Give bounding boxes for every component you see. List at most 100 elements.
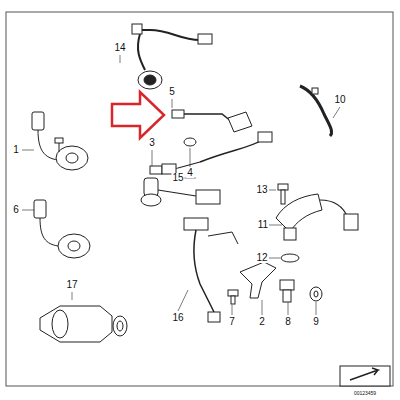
part-1-sensor (59, 143, 60, 152)
callout-number: 3 (148, 138, 156, 148)
leader-lines (172, 99, 173, 108)
part-8-pressure-switch (280, 280, 294, 302)
callout-number: 16 (171, 313, 184, 323)
callout-number: 17 (65, 280, 78, 290)
callout-number: 7 (228, 317, 236, 327)
callout-number: 14 (113, 43, 126, 53)
frame (6, 12, 393, 386)
part-16-cable (194, 230, 214, 312)
part-7-screw (228, 290, 238, 296)
part-9-washer (310, 287, 322, 301)
leader-lines (333, 107, 340, 118)
reference-icon (350, 368, 378, 380)
part-6-sensor (34, 200, 46, 218)
callout-number: 11 (257, 220, 269, 230)
part-6-sensor (40, 218, 58, 246)
part-3-oxygen-sensor (150, 166, 162, 174)
part-1-sensor (32, 112, 88, 170)
part-2-bracket (240, 262, 276, 298)
callout-number: 5 (168, 87, 176, 97)
callout-number: 15 (171, 173, 184, 183)
leader-lines (120, 55, 121, 63)
part-16-cable (208, 232, 238, 244)
part-17-connector-sleeve (40, 306, 112, 342)
part-4-seal-ring (184, 138, 196, 146)
part-15-sensor (144, 178, 158, 196)
reference-number: 00123459 (353, 391, 377, 396)
part-17-connector-sleeve (40, 306, 127, 342)
leader-lines (72, 292, 73, 300)
frame (6, 12, 393, 386)
part-17-connector-sleeve (52, 310, 68, 338)
leader-lines (178, 290, 188, 311)
part-16-cable (208, 312, 220, 322)
part-7-screw (231, 296, 235, 304)
reference-icon (340, 366, 390, 386)
callout-number: 6 (12, 205, 20, 215)
part-14-switch-cable (132, 24, 142, 34)
part-1-sensor (38, 130, 58, 160)
part-14-switch-cable (138, 30, 200, 40)
part-12-o-ring (281, 254, 299, 262)
part-13-screw (278, 184, 288, 190)
part-7-screw (228, 290, 238, 304)
part-11-sensor (284, 228, 296, 240)
part-13-screw (278, 184, 288, 204)
part-3-oxygen-sensor (200, 140, 262, 162)
leader-lines (269, 225, 282, 226)
part-10-cable-tie (300, 86, 332, 136)
part-8-pressure-switch (280, 280, 294, 290)
leader-lines (269, 190, 276, 191)
part-1-sensor (32, 112, 44, 130)
callout-number: 12 (255, 253, 268, 263)
leader-lines (22, 55, 340, 315)
part-1-sensor (55, 138, 63, 143)
callout-number: 8 (284, 317, 292, 327)
part-14-switch-cable (144, 75, 156, 85)
leader-lines (316, 302, 317, 315)
part-17-connector-sleeve (113, 316, 127, 336)
part-14-switch-cable (138, 34, 145, 70)
part-9-washer (314, 291, 318, 297)
callout-number: 2 (258, 317, 266, 327)
leader-lines (152, 150, 153, 166)
part-1-sensor (66, 153, 78, 163)
part-2-bracket (240, 262, 276, 298)
part-5-cable-connector (228, 112, 252, 132)
part-5-cable-connector (172, 110, 252, 132)
red-pointer-arrow (112, 92, 164, 138)
part-3-oxygen-sensor (258, 132, 272, 142)
part-9-washer (310, 287, 322, 301)
part-5-cable-connector (172, 110, 184, 118)
callout-number: 1 (12, 145, 20, 155)
part-4-seal-ring (184, 138, 196, 146)
part-3-oxygen-sensor (150, 132, 272, 174)
leader-lines (22, 210, 34, 211)
part-6-sensor (34, 200, 90, 258)
leader-lines (22, 150, 34, 151)
part-5-cable-connector (184, 114, 232, 122)
leader-lines (269, 258, 280, 259)
part-16-cable (184, 218, 208, 230)
part-15-sensor (196, 190, 220, 204)
part-11-sensor (276, 194, 322, 232)
callout-number: 13 (255, 185, 268, 195)
part-10-cable-tie (312, 88, 318, 94)
part-10-cable-tie (300, 86, 332, 136)
part-1-sensor (56, 146, 88, 170)
leader-lines (288, 302, 289, 315)
part-14-switch-cable (138, 71, 162, 89)
part-11-sensor (344, 214, 358, 230)
part-15-sensor (141, 194, 161, 206)
part-6-sensor (58, 234, 90, 258)
part-14-switch-cable (132, 24, 212, 89)
part-6-sensor (68, 241, 80, 251)
part-12-o-ring (281, 254, 299, 262)
leader-lines (232, 305, 233, 315)
part-15-sensor (158, 190, 196, 196)
part-14-switch-cable (198, 34, 212, 44)
callout-number: 4 (186, 168, 194, 178)
leader-lines (262, 300, 263, 315)
